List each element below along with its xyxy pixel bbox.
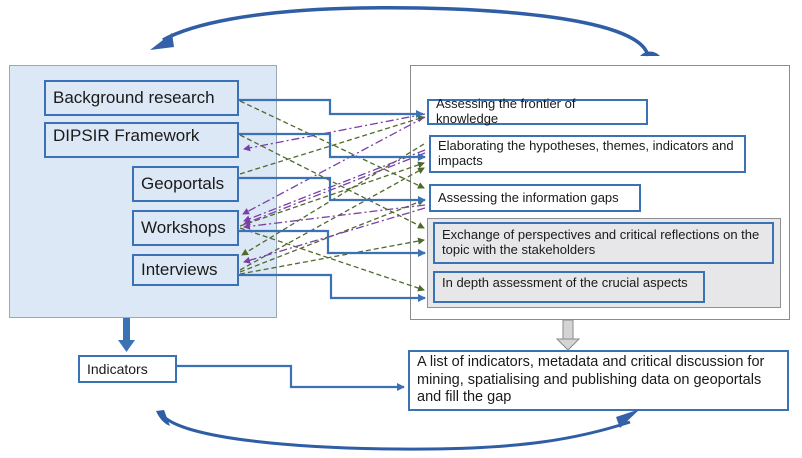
down-arrow-to-indicators bbox=[118, 318, 135, 352]
input-label: Geoportals bbox=[141, 174, 225, 194]
outcome-label: Elaborating the hypotheses, themes, indi… bbox=[438, 138, 734, 168]
outcome-exchange-perspectives: Exchange of perspectives and critical re… bbox=[433, 222, 774, 264]
input-label: Background research bbox=[53, 88, 215, 108]
cycle-arrow-bottom bbox=[156, 409, 640, 451]
outcome-label: Assessing the information gaps bbox=[438, 189, 619, 205]
down-arrow-to-result bbox=[555, 319, 581, 351]
outcome-label: Assessing the frontier of knowledge bbox=[436, 96, 576, 126]
outcome-frontier-of-knowledge: Assessing the frontier of knowledge bbox=[427, 96, 648, 126]
primary-arrow-indicators bbox=[177, 364, 405, 391]
outcome-in-depth-assessment: In depth assessment of the crucial aspec… bbox=[433, 271, 705, 303]
outcome-elaborating-hypotheses: Elaborating the hypotheses, themes, indi… bbox=[429, 135, 746, 173]
cycle-arrow-top bbox=[150, 6, 660, 57]
input-label: Workshops bbox=[141, 218, 226, 238]
input-background-research: Background research bbox=[44, 80, 239, 116]
outcome-information-gaps: Assessing the information gaps bbox=[429, 184, 641, 212]
input-workshops: Workshops bbox=[132, 210, 239, 246]
result-box: A list of indicators, metadata and criti… bbox=[408, 350, 789, 411]
outcome-label: Exchange of perspectives and critical re… bbox=[442, 227, 760, 257]
input-label: Interviews bbox=[141, 260, 218, 280]
indicators-label: Indicators bbox=[87, 360, 148, 377]
input-dipsir-framework: DIPSIR Framework bbox=[44, 122, 239, 158]
outcome-label: In depth assessment of the crucial aspec… bbox=[442, 275, 688, 290]
input-geoportals: Geoportals bbox=[132, 166, 239, 202]
input-label: DIPSIR Framework bbox=[53, 126, 200, 145]
input-interviews: Interviews bbox=[132, 254, 239, 286]
result-label: A list of indicators, metadata and criti… bbox=[417, 354, 765, 406]
indicators-box: Indicators bbox=[78, 355, 177, 383]
